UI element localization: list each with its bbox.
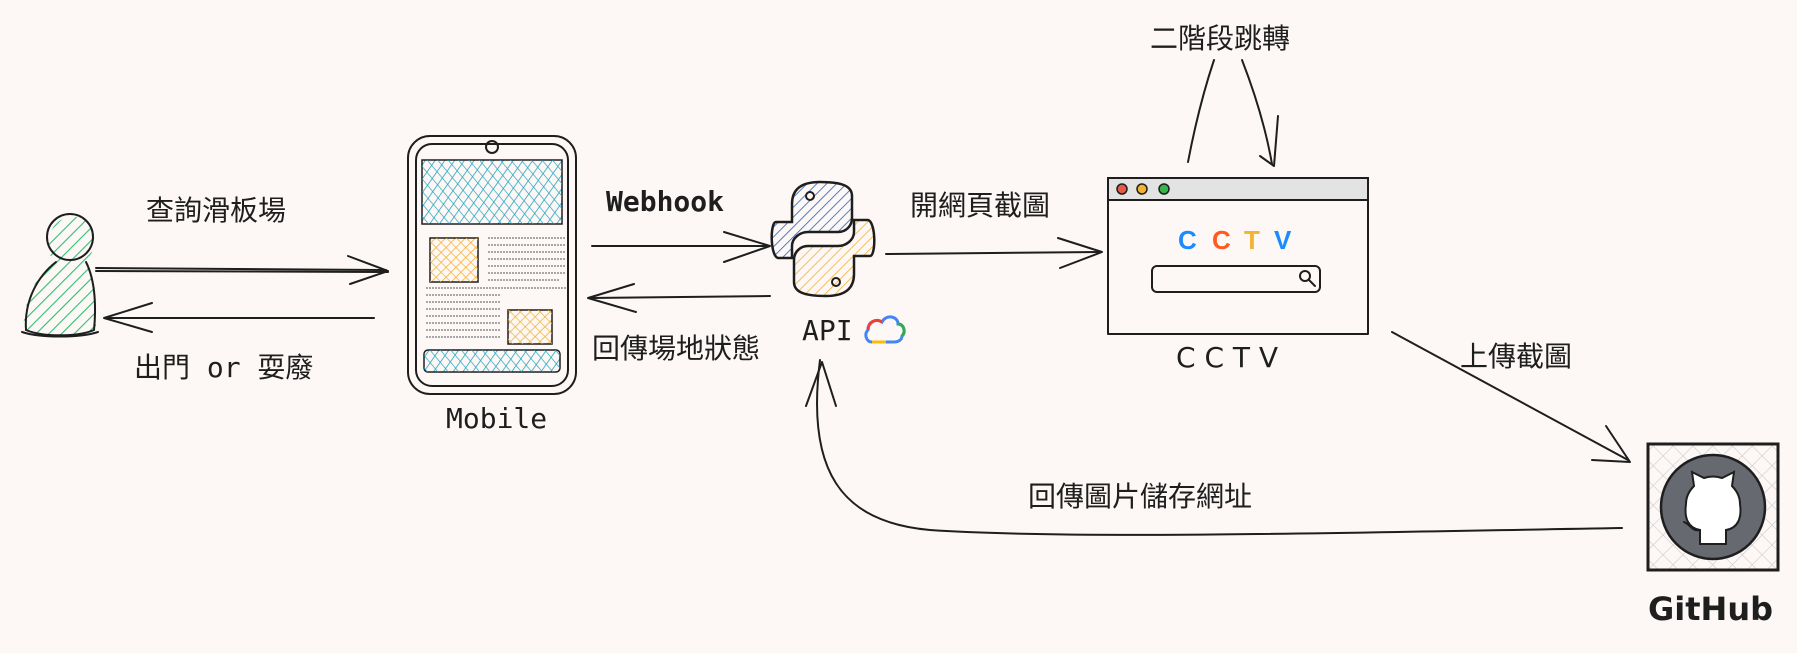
label-webhook: Webhook — [606, 185, 724, 218]
browser-window-icon: C C T V — [1107, 177, 1369, 335]
python-logo-icon — [770, 180, 876, 298]
arrow-open-webpage — [885, 237, 1103, 269]
cctv-logo-t: T — [1244, 225, 1260, 255]
lorem-text-lines — [426, 237, 566, 338]
label-two-stage-redirect: 二階段跳轉 — [1150, 22, 1290, 55]
label-open-webpage-screenshot: 開網頁截圖 — [910, 189, 1050, 222]
arrow-return-image-url — [805, 359, 1623, 536]
window-dot-maximize — [1158, 183, 1170, 195]
label-go-out-or-play: 出門 or 耍廢 — [134, 351, 313, 384]
label-return-venue-status: 回傳場地狀態 — [592, 332, 760, 365]
arrow-query — [95, 255, 389, 285]
window-dot-close — [1116, 183, 1128, 195]
arrow-go-out-or-play — [103, 302, 375, 333]
cctv-search-box — [1151, 265, 1321, 293]
arrow-upload-screenshot — [1391, 331, 1631, 463]
label-return-image-url: 回傳圖片儲存網址 — [1028, 480, 1252, 513]
github-logo-icon — [1646, 442, 1780, 572]
cctv-logo-c2: C — [1212, 225, 1231, 255]
window-dot-minimize — [1136, 183, 1148, 195]
cctv-logo: C C T V — [1178, 225, 1292, 255]
person-icon — [21, 213, 99, 338]
arrow-two-stage-redirect — [1187, 59, 1279, 167]
label-github: GitHub — [1648, 590, 1773, 628]
cctv-logo-v: V — [1274, 225, 1292, 255]
label-query-skatepark: 查詢滑板場 — [146, 194, 286, 227]
label-api: API — [802, 314, 853, 347]
arrow-return-venue-status — [587, 283, 771, 313]
label-upload-screenshot: 上傳截圖 — [1460, 340, 1572, 373]
mobile-phone-icon — [407, 135, 577, 395]
label-cctv: C C T V — [1176, 341, 1278, 374]
label-mobile: Mobile — [446, 402, 547, 435]
google-cloud-icon — [864, 315, 906, 344]
arrow-webhook — [591, 231, 771, 263]
cctv-logo-c1: C — [1178, 225, 1197, 255]
search-icon — [1299, 270, 1311, 282]
